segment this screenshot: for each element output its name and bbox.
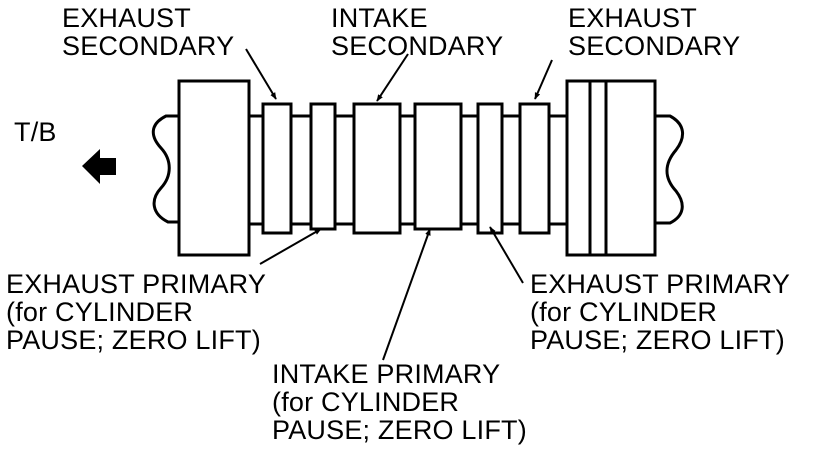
direction-label: T/B [14, 117, 57, 147]
right-journal [565, 79, 657, 257]
leader-exhaust-secondary-right [534, 59, 553, 100]
leader-exhaust-primary-right [489, 226, 524, 284]
camshaft-shaft [246, 114, 570, 226]
exhaust-primary-lobe-right [476, 102, 504, 235]
arrow-left-icon [82, 149, 116, 184]
intake-secondary-lobe [352, 102, 402, 235]
shaft-left-end [151, 114, 180, 224]
left-journal [177, 79, 251, 257]
label-exhaust-secondary-right: EXHAUST SECONDARY [568, 3, 741, 61]
leader-exhaust-secondary-left [245, 48, 277, 100]
shaft-right-end [655, 114, 684, 225]
label-exhaust-primary-left: EXHAUST PRIMARY (for CYLINDER PAUSE; ZER… [6, 269, 267, 355]
exhaust-primary-lobe-left [309, 102, 337, 231]
leader-intake-primary [382, 228, 431, 361]
label-exhaust-primary-right: EXHAUST PRIMARY (for CYLINDER PAUSE; ZER… [530, 269, 791, 355]
label-exhaust-secondary-left: EXHAUST SECONDARY [62, 3, 235, 61]
intake-primary-lobe [413, 102, 463, 231]
leader-exhaust-primary-left [259, 228, 322, 265]
leader-intake-secondary [376, 53, 409, 102]
label-intake-secondary: INTAKE SECONDARY [331, 3, 504, 61]
exhaust-secondary-lobe-left [261, 102, 293, 235]
exhaust-secondary-lobe-right [518, 102, 551, 235]
label-intake-primary: INTAKE PRIMARY (for CYLINDER PAUSE; ZERO… [272, 359, 527, 445]
